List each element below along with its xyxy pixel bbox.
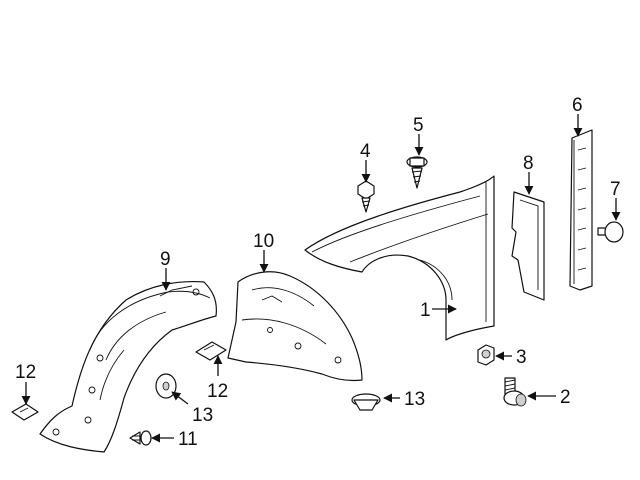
callout-1: 1 [420, 300, 431, 321]
callout-12-center: 12 [207, 381, 228, 402]
clip-nut-left [11, 403, 39, 421]
leader-13-left [171, 391, 189, 405]
callout-12-left: 12 [15, 362, 36, 383]
nut [477, 344, 495, 366]
callout-9: 9 [160, 249, 171, 270]
screw [357, 180, 375, 213]
fender-seal-strip [569, 129, 593, 291]
retainer-left [155, 373, 177, 399]
callout-labels: 1 2 3 4 5 6 7 8 9 10 11 12 12 13 13 [15, 95, 621, 450]
retainer-right [351, 393, 381, 411]
callout-3: 3 [516, 347, 527, 368]
push-clip [597, 221, 624, 243]
clip-nut-center [195, 341, 227, 361]
leader-lines [21, 114, 621, 443]
callout-11: 11 [178, 429, 198, 450]
callout-4: 4 [360, 141, 371, 162]
callout-5: 5 [413, 115, 424, 136]
fender [304, 175, 495, 341]
fender-liner [39, 281, 217, 453]
clip-fastener [129, 430, 152, 446]
callout-7: 7 [610, 179, 621, 200]
callout-2: 2 [560, 387, 571, 408]
bolt [503, 377, 527, 407]
screw-upper [406, 156, 428, 189]
callout-13-right: 13 [404, 389, 425, 410]
insulator-pad [511, 191, 545, 301]
callout-13-left: 13 [192, 405, 213, 426]
callout-8: 8 [523, 153, 534, 174]
inner-fender-liner [227, 271, 363, 382]
callout-6: 6 [572, 95, 583, 116]
callout-10: 10 [253, 231, 274, 252]
